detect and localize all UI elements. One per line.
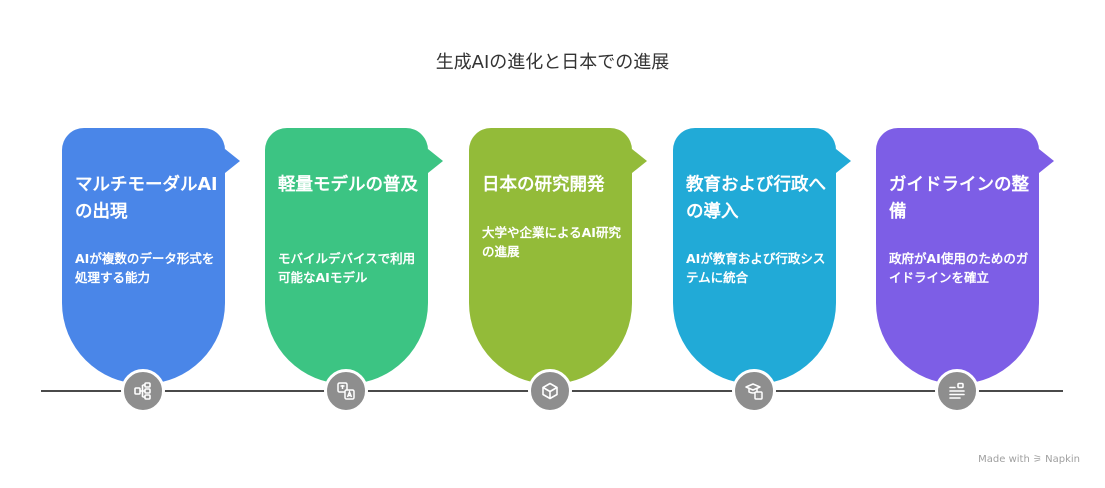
flowchart-icon: [121, 369, 165, 413]
step-card-1: マルチモーダルAIの出現 AIが複数のデータ形式を処理する能力: [62, 128, 240, 384]
step-5-title: ガイドラインの整備: [889, 175, 1029, 222]
step-1-arrow: [225, 149, 240, 173]
step-card-4: 教育および行政への導入 AIが教育および行政システムに統合: [673, 128, 851, 384]
translate-icon: [324, 369, 368, 413]
step-5-description: 政府がAI使用のためのガイドラインを確立: [889, 251, 1029, 285]
step-4-description: AIが教育および行政システムに統合: [686, 251, 826, 285]
graduation-icon: [732, 369, 776, 413]
step-3-arrow: [632, 149, 647, 173]
step-3-title: 日本の研究開発: [482, 175, 605, 195]
diagram-title: 生成AIの進化と日本での進展: [435, 52, 670, 73]
step-card-3: 日本の研究開発 大学や企業によるAI研究の進展: [469, 128, 647, 384]
step-2-title: 軽量モデルの普及: [278, 175, 418, 195]
step-card-5: ガイドラインの整備 政府がAI使用のためのガイドラインを確立: [876, 128, 1054, 384]
step-4-arrow: [836, 149, 851, 173]
made-with-napkin-footer: Made with ⚞ Napkin: [978, 454, 1080, 465]
step-5-arrow: [1039, 149, 1054, 173]
step-4-title: 教育および行政への導入: [686, 175, 826, 222]
cube-icon: [528, 369, 572, 413]
step-2-description: モバイルデバイスで利用可能なAIモデル: [278, 251, 416, 285]
step-1-description: AIが複数のデータ形式を処理する能力: [75, 251, 215, 285]
step-3-description: 大学や企業によるAI研究の進展: [482, 225, 621, 259]
step-1-title: マルチモーダルAIの出現: [75, 175, 218, 222]
guideline-icon: [935, 369, 979, 413]
step-2-arrow: [428, 149, 443, 173]
step-card-2: 軽量モデルの普及 モバイルデバイスで利用可能なAIモデル: [265, 128, 443, 384]
